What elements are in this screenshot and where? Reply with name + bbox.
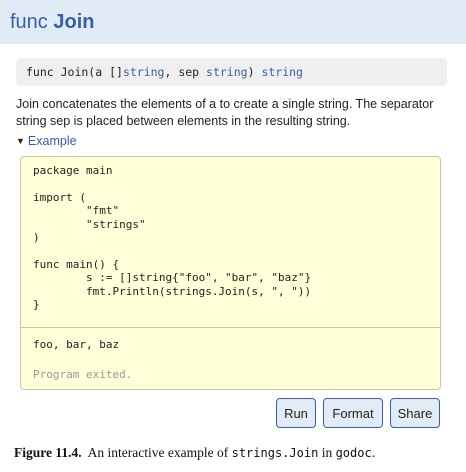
function-title: func Join	[10, 10, 95, 34]
example-playground: package main import ( "fmt" "strings" ) …	[20, 156, 441, 390]
figure-label: Figure 11.4.	[14, 445, 82, 460]
run-button[interactable]: Run	[276, 398, 316, 428]
signature-mid: , sep	[164, 65, 207, 79]
caption-text: An interactive example of	[87, 445, 229, 460]
caption-code: strings.Join	[231, 446, 319, 460]
program-output: foo, bar, baz	[33, 338, 120, 351]
caption-text: in	[321, 445, 333, 460]
function-description: Join concatenates the elements of a to c…	[16, 97, 434, 128]
signature-type-link[interactable]: string	[122, 65, 165, 79]
function-header: func Join	[0, 0, 466, 44]
signature-type-link[interactable]: string	[206, 65, 248, 79]
example-toggle[interactable]: ▼Example	[16, 133, 77, 150]
func-keyword: func	[10, 11, 48, 33]
share-button[interactable]: Share	[390, 398, 440, 428]
triangle-down-icon: ▼	[16, 136, 25, 146]
format-button[interactable]: Format	[323, 398, 383, 428]
code-editor[interactable]: package main import ( "fmt" "strings" ) …	[33, 164, 312, 312]
program-exit-status: Program exited.	[33, 368, 133, 381]
function-name: Join	[53, 11, 95, 33]
signature-return-type-link[interactable]: string	[261, 65, 303, 79]
signature-prefix: func Join(a []	[26, 65, 123, 79]
signature-mid2: )	[247, 65, 262, 79]
output-panel: foo, bar, baz Program exited.	[21, 327, 440, 389]
figure-caption: Figure 11.4. An interactive example of s…	[14, 445, 464, 461]
caption-code: godoc	[335, 446, 372, 460]
function-signature: func Join(a []string, sep string) string	[16, 58, 447, 86]
example-toggle-label: Example	[27, 134, 77, 148]
caption-text: .	[371, 445, 376, 460]
